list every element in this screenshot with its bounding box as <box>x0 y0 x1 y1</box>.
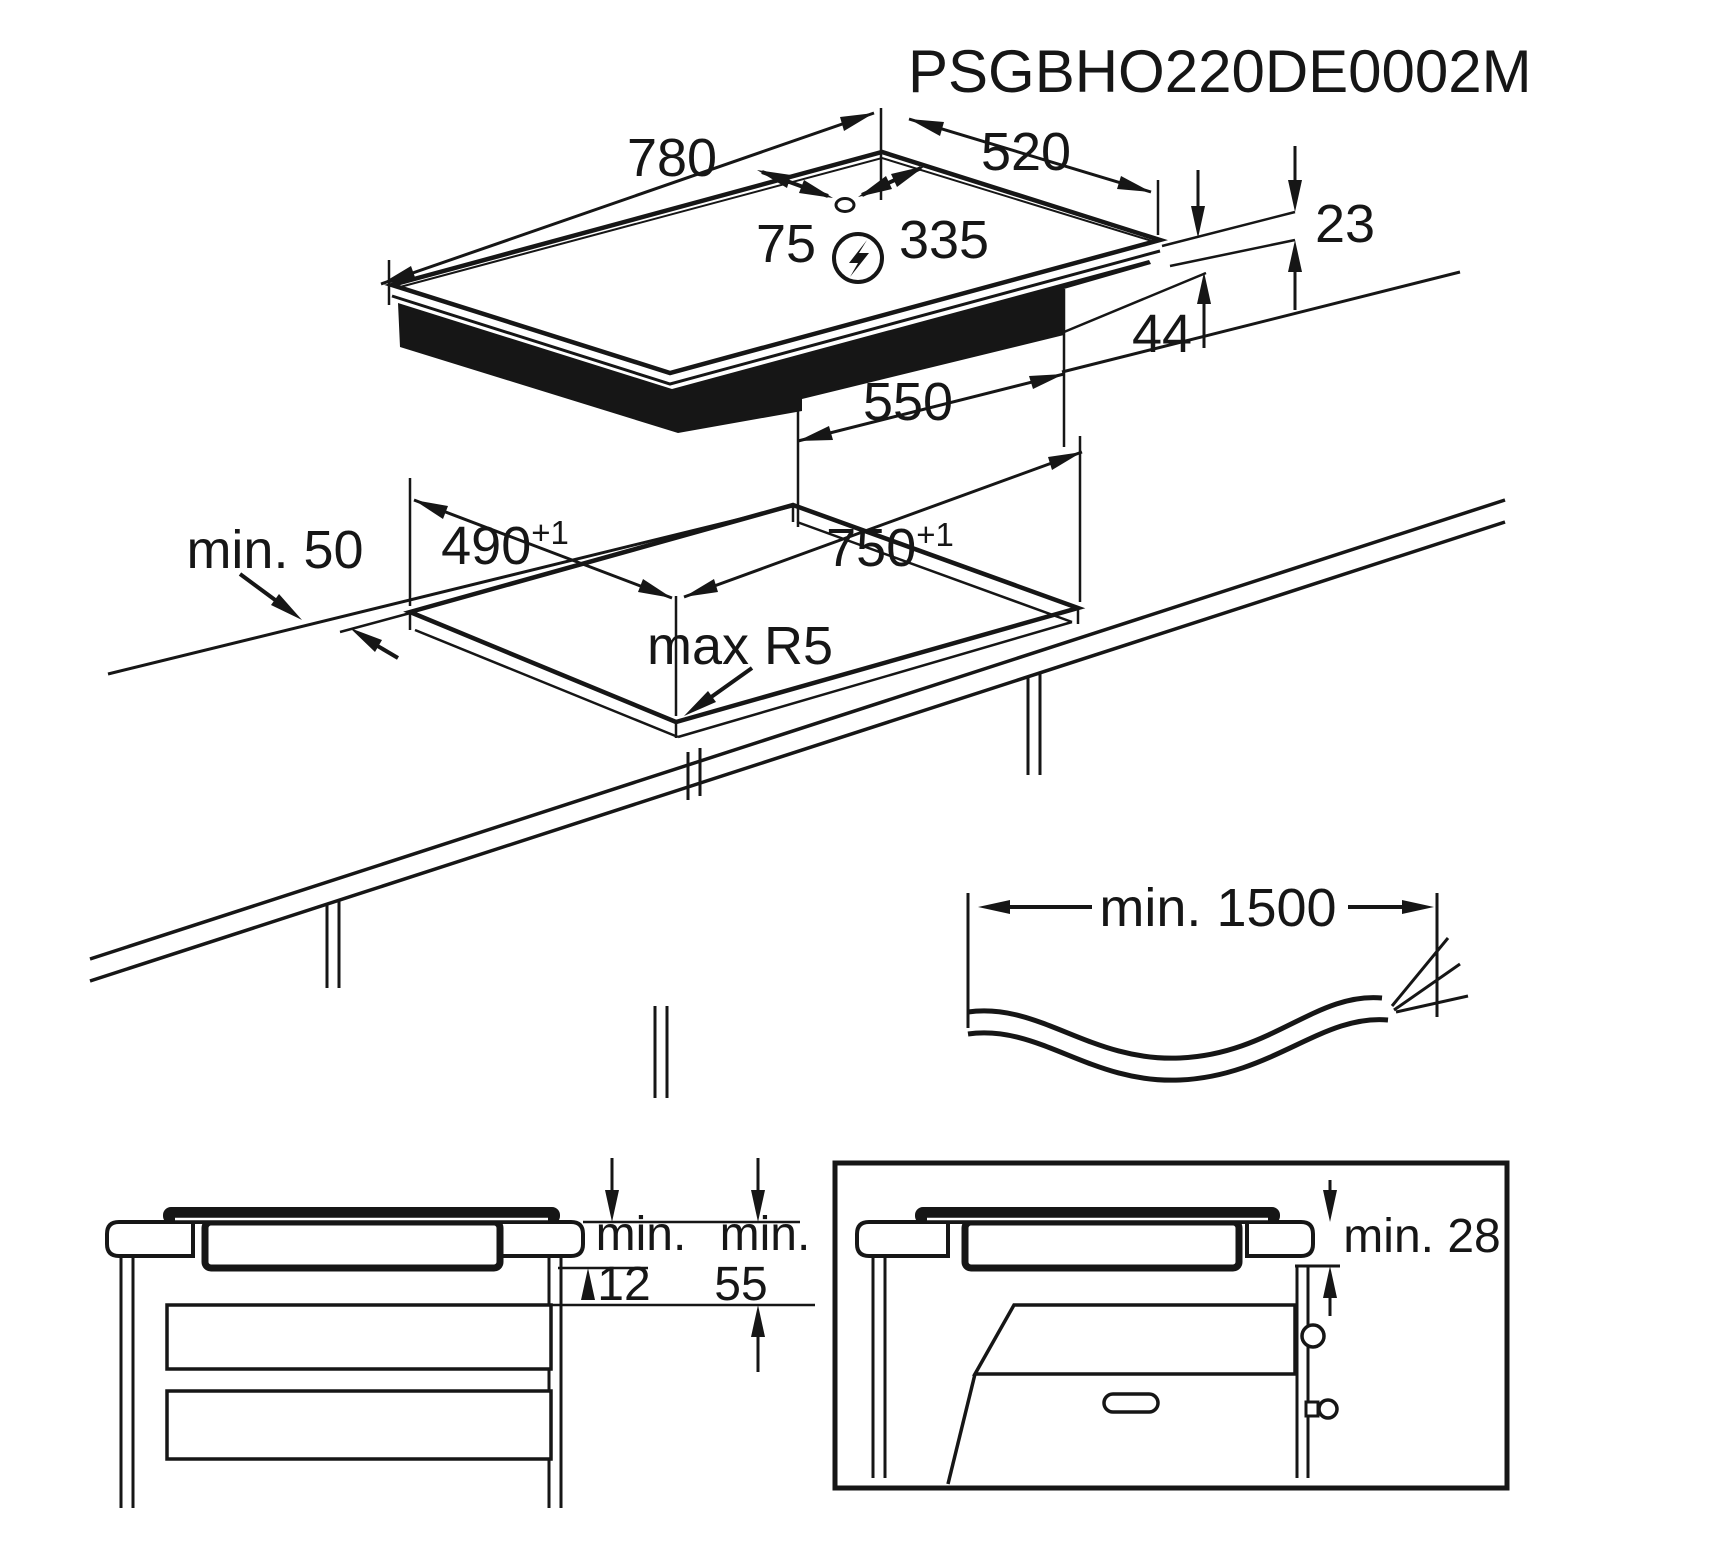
hob-glass-top <box>384 149 1168 376</box>
lightning-bolt-icon <box>849 240 869 277</box>
hob-glass-section <box>915 1207 1280 1224</box>
arrowhead <box>381 266 416 284</box>
hob-chassis <box>398 260 1151 433</box>
label-min-right: min. <box>720 1208 811 1261</box>
oven-front-left-edge <box>946 1373 977 1485</box>
arrowhead <box>1323 1190 1337 1222</box>
drawer-box-lower <box>165 1389 553 1461</box>
worktop-back-edge-left <box>107 504 794 676</box>
oven-hinge <box>1300 1323 1326 1349</box>
arrowhead <box>1323 1266 1337 1298</box>
arrowhead <box>581 1268 595 1300</box>
arrowhead <box>638 579 672 598</box>
label-max-r5: max R5 <box>647 616 833 676</box>
power-hole <box>834 197 856 213</box>
wire-strand <box>1393 962 1461 1012</box>
door-knob <box>1317 1398 1339 1420</box>
arrowhead <box>1288 240 1302 272</box>
arrowhead <box>1191 206 1205 238</box>
dim-line-780 <box>380 111 875 286</box>
arrowhead <box>1029 374 1064 389</box>
label-75: 75 <box>756 214 816 274</box>
label-490: 490+1 <box>441 514 569 576</box>
arrowhead <box>605 1190 619 1222</box>
ref-line-44 <box>1063 271 1207 334</box>
hob-isometric-view <box>380 108 1302 527</box>
power-cable-drawing <box>966 893 1469 1083</box>
arrowhead <box>751 1305 765 1337</box>
dim-line-520 <box>908 117 1152 194</box>
ref-line-23-bottom <box>1169 238 1296 268</box>
hob-chassis-section <box>201 1218 504 1272</box>
worktop-back-edge-right <box>1061 270 1461 374</box>
dim-line-490 <box>413 498 673 600</box>
label-min-1500: min. 1500 <box>1099 878 1336 938</box>
arrowhead <box>757 170 791 188</box>
arrowhead <box>909 119 944 136</box>
label-780: 780 <box>627 128 717 188</box>
dim-line-550 <box>797 372 1065 443</box>
dim-line-750 <box>683 450 1083 599</box>
worktop-block-right <box>1245 1220 1315 1258</box>
arrowhead <box>271 594 302 620</box>
arrowhead <box>350 628 382 652</box>
ref-line-23-top <box>1161 210 1296 248</box>
cable-curve-bottom <box>967 1017 1389 1083</box>
arrowhead <box>799 180 833 198</box>
arrowhead <box>414 500 448 519</box>
label-min-left: min. <box>596 1208 687 1261</box>
arrowhead <box>684 691 716 716</box>
arrowhead <box>798 426 833 441</box>
min50-edge-segment <box>339 610 415 634</box>
hob-glass-section <box>163 1207 560 1224</box>
label-23: 23 <box>1315 194 1375 254</box>
label-550: 550 <box>863 372 953 432</box>
oven-clearance-section <box>832 1160 1510 1491</box>
cutout-inner-wall <box>414 628 679 739</box>
label-min-50: min. 50 <box>186 520 363 580</box>
oven-handle <box>1102 1392 1160 1414</box>
worktop-block-right <box>490 1220 585 1258</box>
label-min-28: min. 28 <box>1343 1210 1500 1263</box>
drawer-box-upper <box>165 1303 553 1371</box>
cable-curve-top <box>967 995 1383 1061</box>
label-520: 520 <box>981 122 1071 182</box>
label-12: 12 <box>597 1258 650 1311</box>
worktop-block-left <box>855 1220 950 1258</box>
oven-top-face <box>972 1303 1297 1376</box>
door-knob-stub <box>1304 1400 1320 1418</box>
label-55: 55 <box>714 1258 767 1311</box>
arrowhead <box>684 579 718 597</box>
label-335: 335 <box>899 210 989 270</box>
label-44: 44 <box>1132 304 1192 364</box>
worktop-cutout-view <box>89 270 1506 1098</box>
drawer-clearance-section <box>105 1158 815 1508</box>
arrowhead <box>1288 180 1302 212</box>
hob-glass-bottom-edge <box>391 249 1161 386</box>
arrowhead <box>978 900 1010 914</box>
arrowhead <box>1402 900 1434 914</box>
arrowhead <box>858 176 892 197</box>
arrowhead <box>840 113 874 131</box>
worktop-front-edge-top <box>89 498 1506 961</box>
arrowhead <box>751 1190 765 1222</box>
arrowhead <box>891 166 925 187</box>
hob-chassis-section <box>961 1218 1243 1272</box>
arrowhead <box>1117 176 1151 192</box>
arrowhead <box>1048 452 1082 470</box>
label-750: 750+1 <box>826 516 954 578</box>
dimension-labels: 780 520 75 335 23 44 550 min. 50 490+1 7… <box>186 122 1500 1311</box>
wire-strand <box>1395 994 1469 1014</box>
cutout-inner-wall <box>677 620 1073 739</box>
worktop-block-left <box>105 1220 195 1258</box>
arrowhead <box>1197 272 1211 304</box>
model-code-title: PSGBHO220DE0002M <box>908 38 1532 105</box>
wire-strand <box>1390 937 1450 1007</box>
worktop-front-edge-bottom <box>89 520 1506 983</box>
